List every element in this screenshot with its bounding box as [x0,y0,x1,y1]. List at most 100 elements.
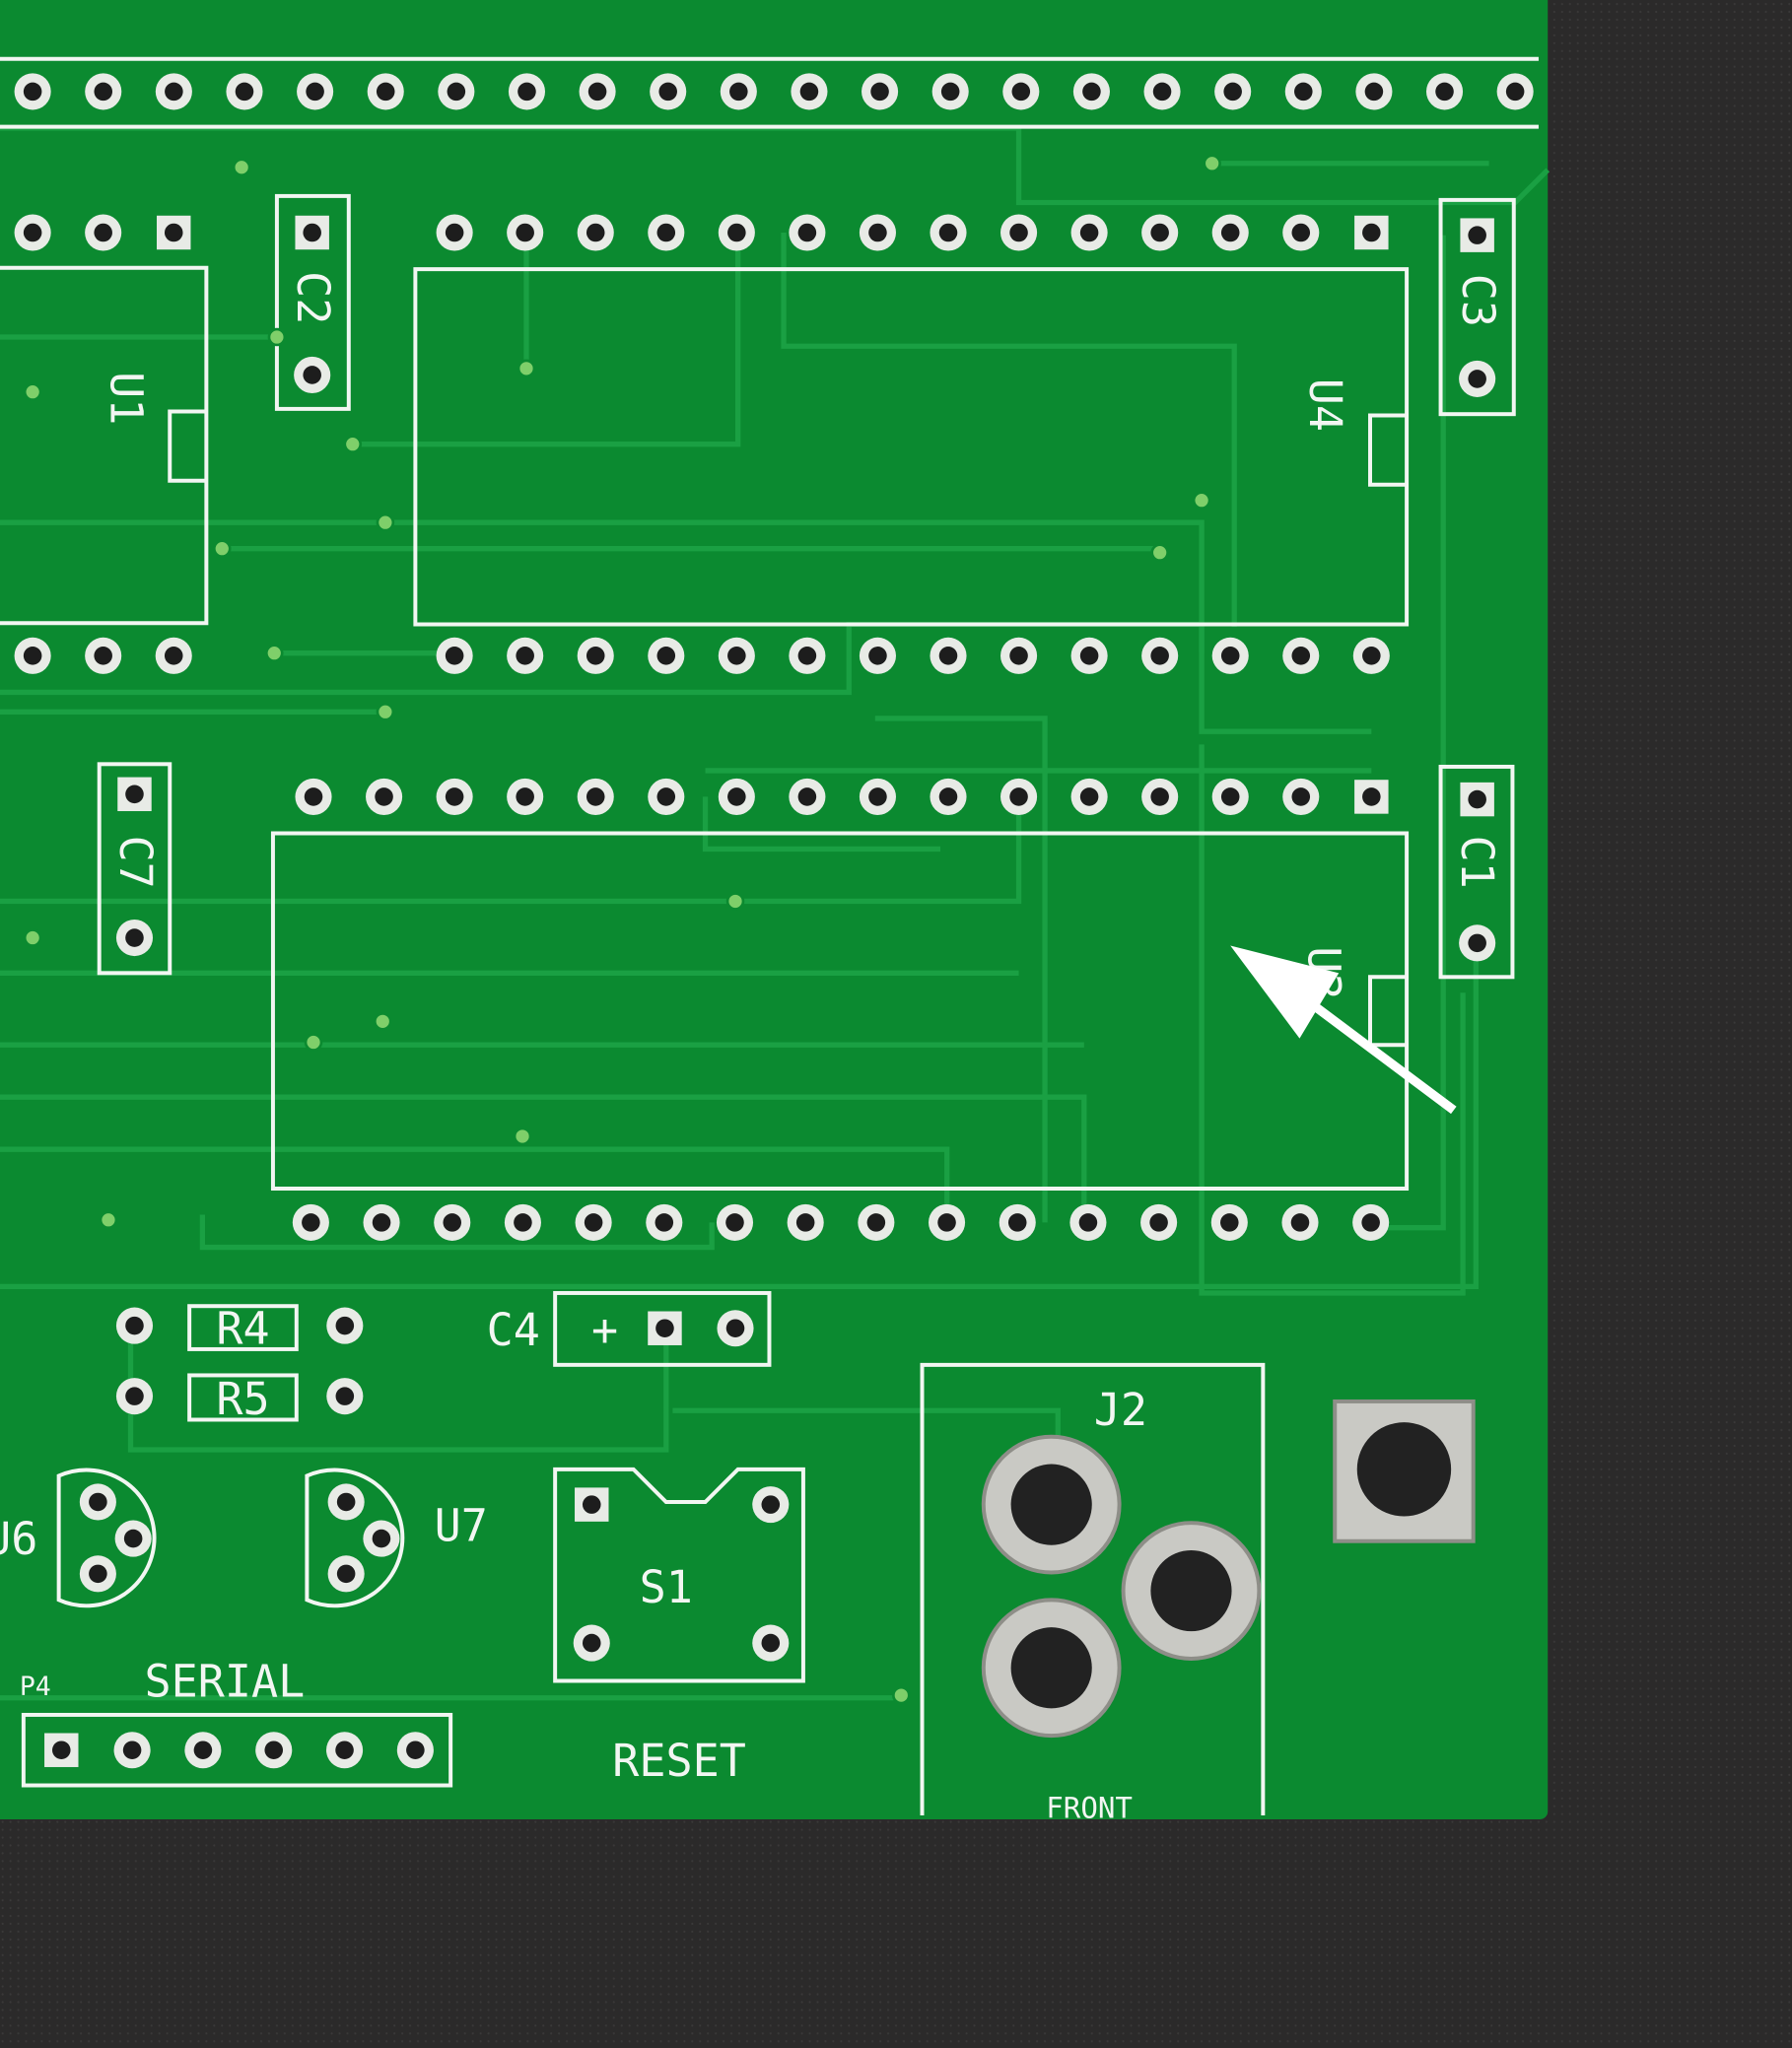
drill-hole [1082,82,1101,102]
drill-hole [447,82,466,102]
drill-hole [727,787,746,806]
drill-hole [372,1213,391,1232]
drill-hole [125,1316,144,1335]
silkscreen-outlines [0,56,1539,1815]
drill-hole [1152,82,1172,102]
via [23,928,42,947]
via [373,1012,392,1031]
drill-hole [655,1319,674,1338]
label-r5: R5 [216,1373,269,1425]
drill-hole [1078,1213,1098,1232]
drill-hole [1150,787,1169,806]
drill-hole [443,1213,462,1232]
drill-hole [445,787,464,806]
drill-hole [94,223,112,242]
label-s1: S1 [640,1561,693,1613]
drill-hole [761,1495,781,1514]
drill-hole [123,1529,143,1548]
drill-hole [1294,82,1313,102]
drill-hole [516,223,534,242]
drill-hole [725,1319,745,1338]
drill-hole [94,82,113,102]
drill-hole [868,223,887,242]
label-u7: U7 [435,1500,488,1552]
drill-hole [514,1213,532,1232]
drill-hole [125,785,144,804]
label-u6: U6 [0,1513,37,1565]
drill-hole [1223,82,1242,102]
drill-hole [582,1495,601,1514]
via [517,359,536,378]
drill-hole [306,82,324,102]
drill-hole [23,82,42,102]
drill-hole [1009,223,1028,242]
drill-hole [1079,647,1099,665]
drill-hole [937,1213,956,1232]
label-r4: R4 [216,1303,269,1355]
drill-hole [445,647,464,665]
drill-hole [940,82,960,102]
drill-hole [1079,787,1099,806]
drill-hole [1362,223,1381,242]
drill-hole [587,82,607,102]
via [376,703,395,721]
via [264,644,284,662]
label-u1: U1 [101,372,153,425]
drill-hole [656,647,676,665]
drill-hole [1362,647,1381,665]
drill-hole [122,1741,142,1760]
drill-hole [1290,1213,1310,1232]
drill-hole [1220,223,1240,242]
drill-hole [797,647,817,665]
drill-hole [795,1213,815,1232]
j2-audio-jack-pads [981,1434,1262,1739]
drill-hole [870,82,889,102]
drill-hole [1364,82,1384,102]
drill-hole [582,1633,601,1653]
drill-hole [584,1213,603,1232]
via [376,512,395,532]
drill-hole [335,1387,355,1405]
drill-hole [725,1213,744,1232]
drill-hole [335,1741,354,1760]
via [23,382,42,401]
drill-hole [866,1213,886,1232]
drill-hole [52,1741,71,1760]
drill-hole [797,223,817,242]
drill-hole [336,1564,356,1584]
via [99,1210,118,1230]
via [212,539,232,558]
drill-hole [94,647,112,665]
via [725,892,745,911]
drill-hole [1150,223,1169,242]
drill-hole [1468,933,1486,953]
label-j2: J2 [1094,1384,1147,1436]
drill-hole [89,1492,107,1512]
label-u4: U4 [1299,378,1351,432]
label-reset: RESET [612,1735,746,1787]
drill-hole [1291,787,1311,806]
drill-hole [586,647,605,665]
drill-hole [727,647,746,665]
drill-hole [727,223,746,242]
drill-hole [235,82,254,102]
drill-hole [1150,647,1169,665]
drill-hole [516,647,534,665]
drill-hole [406,1741,425,1760]
drill-hole [164,223,183,242]
arrow-pointer [1230,945,1457,1115]
drill-hole [165,82,183,102]
drill-hole [938,647,958,665]
drill-hole [1007,1213,1027,1232]
label-c2: C2 [287,271,339,324]
drill-hole [1220,1213,1239,1232]
drill-hole [868,787,887,806]
drill-hole [938,223,958,242]
drill-hole [655,1213,674,1232]
copper-traces [0,125,1551,1701]
drill-hole [125,1387,144,1405]
drill-hole [1468,370,1486,388]
drill-hole [264,1741,284,1760]
label-c1: C1 [1451,836,1503,889]
